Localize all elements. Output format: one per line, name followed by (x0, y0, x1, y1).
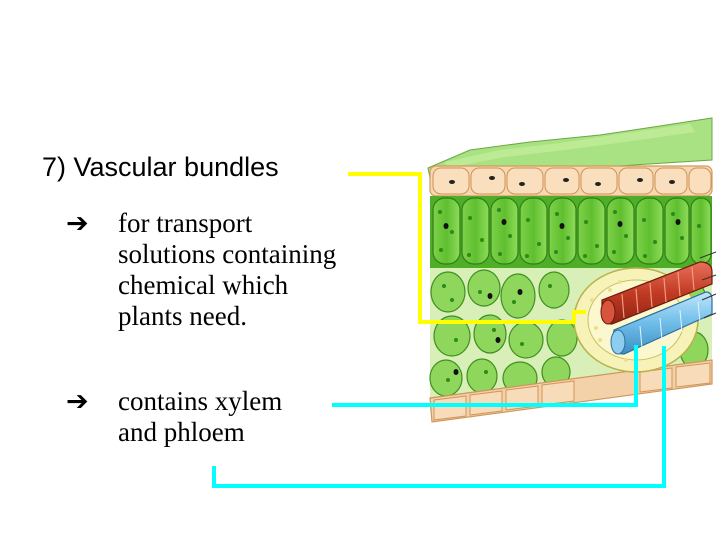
bullet-line: for transport (118, 208, 253, 238)
flow-arrows (699, 251, 717, 319)
bullet-line: and phloem (118, 417, 245, 447)
xylem-tube (600, 261, 713, 325)
upper-epidermis (429, 165, 713, 197)
bullet-line: chemical which (118, 270, 289, 300)
yellow-connector-line (348, 172, 586, 324)
slide-title: 7) Vascular bundles (42, 152, 279, 182)
bullet-text: for transport solutions containing chemi… (118, 208, 336, 332)
right-arrow-icon: ➔ (66, 208, 89, 238)
bullet-line: plants need. (118, 301, 247, 331)
cyan-connector-line (212, 345, 666, 488)
bullet-line: solutions containing (118, 239, 337, 269)
phloem-tube (610, 291, 713, 355)
bullet-text: contains xylem and phloem (118, 386, 282, 448)
palisade-layer (430, 196, 712, 268)
bullet-line: contains xylem (118, 386, 283, 416)
right-arrow-icon: ➔ (66, 386, 89, 416)
